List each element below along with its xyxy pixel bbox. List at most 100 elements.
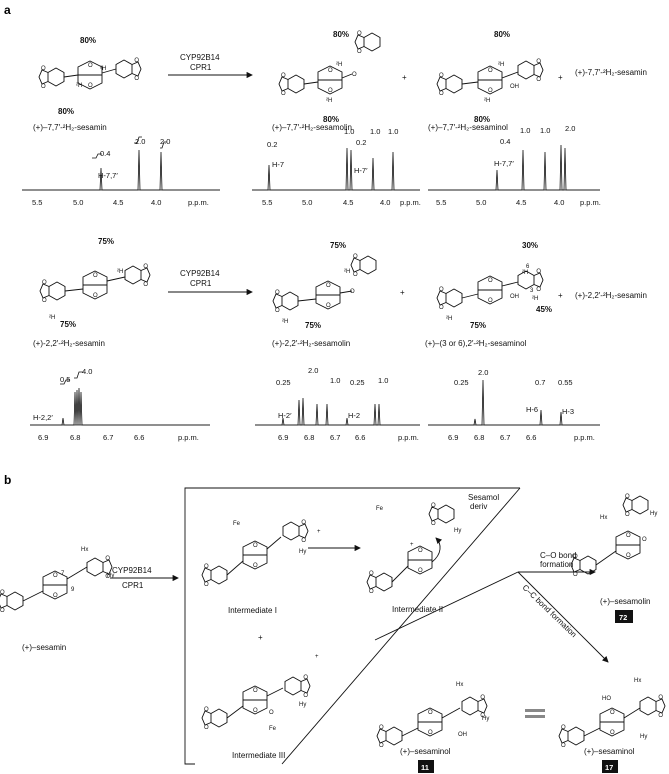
svg-text:Fe: Fe [376,506,384,512]
row1-product1-pct-bottom: 80% [323,115,339,124]
row1-product2-pct-bottom: 80% [474,115,490,124]
row1-product2-pct-top: 80% [494,30,510,39]
panel-b-bracket-diagonal [281,487,521,765]
row2-product3-label: (+)-2,2′-²H₂-sesamin [575,291,647,300]
intermediate-1-label: Intermediate I [228,606,277,615]
equivalence-sign-bottom [525,715,545,718]
row2-spec2-int-2: 2.0 [308,366,318,375]
row2-spec2-int-1: 0.25 [276,378,291,387]
svg-text:²H: ²H [100,66,106,72]
row2-spec3-int-4: 0.55 [558,378,573,387]
panel-b-enzyme-name: CYP92B14 [112,566,152,575]
row1-spec3-int-4: 2.0 [565,124,575,133]
panel-b-sesamolin-number-box [615,610,633,623]
svg-text:6: 6 [526,264,530,270]
svg-text:²H: ²H [498,62,504,68]
svg-text:HO: HO [602,696,611,702]
row1-enzyme-partner: CPR1 [190,63,212,72]
row1-spec3-tick-4: 4.0 [554,198,564,207]
svg-text:O: O [350,289,355,295]
row2-spectrum-2: 0.25 2.0 1.0 0.25 1.0 H-2′ H-2 6.9 6.8 6… [255,366,420,442]
panel-b-sesamolin-number: 72 [619,613,627,622]
row1-spec2-label-1: H-7 [272,160,284,169]
row2-spec1-tick-2: 6.8 [70,433,80,442]
row1-spec3-tick-2: 5.0 [476,198,486,207]
svg-text:²H: ²H [117,269,123,275]
panel-b-bracket-left [184,487,195,765]
panel-b-label: b [4,473,11,487]
row1-product2-label: (+)–7,7′-²H₂-sesaminol [428,123,508,132]
row2-product1-pct-top: 75% [330,241,346,250]
row2-spec2-int-5: 1.0 [378,376,388,385]
svg-text:O: O [352,72,357,78]
row1-spec1-tick-4: 4.0 [151,198,161,207]
row2-substrate-label: (+)-2,2′-²H₂-sesamin [33,339,105,348]
row1-spectrum-3: 0.4 1.0 1.0 2.0 H-7,7′ 5.5 5.0 4.5 4.0 p… [428,124,601,207]
row2-product1-structure: O ²H ²H [272,253,377,325]
row2-enzyme-partner: CPR1 [190,279,212,288]
row2-spec3-tick-1: 6.9 [448,433,458,442]
svg-text:²H: ²H [76,83,82,89]
row2-spec3-tick-3: 6.7 [500,433,510,442]
row2-plus-2: + [558,291,563,300]
row1-spec1-int-3: 2.0 [160,137,170,146]
row1-enzyme-name: CYP92B14 [180,53,220,62]
row2-enzyme-name: CYP92B14 [180,269,220,278]
svg-text:Hx: Hx [81,547,88,553]
svg-text:Hy: Hy [650,511,657,517]
row2-substrate-structure: ²H ²H [39,263,151,321]
row2-spec3-int-1: 0.25 [454,378,469,387]
panel-b-sesamolin-structure: O Hx Hy [570,493,657,579]
svg-text:²H: ²H [344,269,350,275]
svg-text:²H: ²H [484,98,490,104]
intermediate-3-label: Intermediate III [232,751,285,760]
row1-plus-1: + [402,73,407,82]
row1-plus-2: + [558,73,563,82]
row1-spec2-label-2: H-7′ [354,166,368,175]
row1-spec3-int-2: 1.0 [520,126,530,135]
row2-product2-pct-bottom: 75% [470,321,486,330]
row2-spec2-tick-3: 6.7 [330,433,340,442]
row1-product2-structure: OH ²H ²H [436,58,544,104]
row2-spec2-tick-2: 6.8 [304,433,314,442]
row1-spec1-unit: p.p.m. [188,198,209,207]
row2-spec2-label-1: H-2′ [278,411,292,420]
row2-product2-structure: OH ²H 3 6 ²H ²H [436,264,544,322]
svg-text:Hy: Hy [482,716,489,722]
svg-text:²H: ²H [282,319,288,325]
svg-text:Hx: Hx [634,678,641,684]
panel-b-sesaminol-17-number: 17 [605,763,613,772]
panel-b-sesaminol-17-structure: HO Hx Hy [558,678,666,750]
row2-spec1-int-1: 0.5 [60,375,70,384]
row2-product2-pct-top: 30% [522,241,538,250]
row2-spec1-int-2: 4.0 [82,367,92,376]
row2-spec1-tick-3: 6.7 [103,433,113,442]
row2-spec3-int-2: 2.0 [478,368,488,377]
svg-text:Fe: Fe [269,726,277,732]
svg-text:Fe: Fe [233,521,241,527]
intermediate-2-label: Intermediate II [392,605,443,614]
row1-spec2-unit: p.p.m. [400,198,421,207]
row2-spec3-unit: p.p.m. [574,433,595,442]
svg-text:O: O [642,537,647,543]
row1-substrate-structure: ²H ²H [38,57,142,91]
row2-product1-label: (+)-2,2′-²H₂-sesamolin [272,339,350,348]
svg-text:²H: ²H [446,316,452,322]
row1-spec2-int-5: 1.0 [388,127,398,136]
row1-spec2-tick-3: 4.5 [343,198,353,207]
svg-text:OH: OH [510,294,519,300]
row2-spec2-label-2: H-2 [348,411,360,420]
row1-spec2-int-4: 1.0 [370,127,380,136]
row1-substrate-pct-bottom: 80% [58,107,74,116]
row1-spec1-int-1: 0.4 [100,149,110,158]
svg-text:²H: ²H [336,62,342,68]
row1-substrate-pct-top: 80% [80,36,96,45]
svg-text:3: 3 [530,288,534,294]
row1-spec3-label: H-7,7′ [494,159,514,168]
panel-b-sesamolin-label: (+)–sesamolin [600,597,650,606]
row2-substrate-pct-top: 75% [98,237,114,246]
row1-spec3-int-1: 0.4 [500,137,510,146]
svg-text:+: + [315,654,319,660]
svg-text:²H: ²H [532,296,538,302]
row1-spec3-int-3: 1.0 [540,126,550,135]
